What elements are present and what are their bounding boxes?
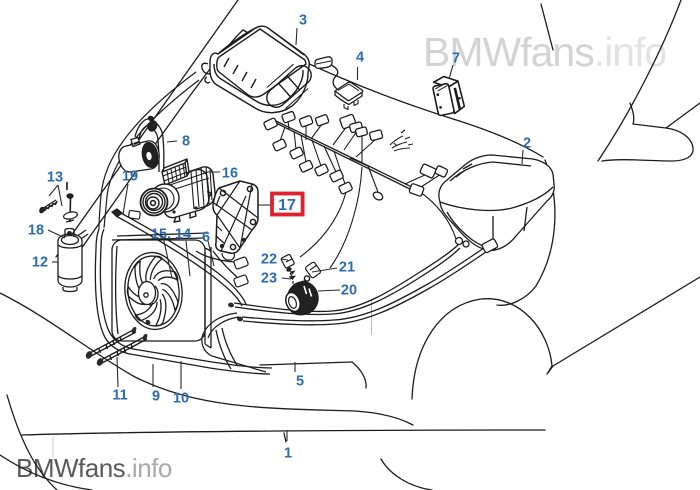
svg-text:4: 4: [356, 50, 364, 66]
svg-text:1: 1: [284, 446, 292, 462]
svg-text:13: 13: [47, 170, 63, 186]
svg-text:16: 16: [222, 166, 238, 182]
svg-text:BMWfans.info: BMWfans.info: [423, 29, 666, 75]
svg-text:9: 9: [152, 389, 160, 405]
svg-text:23: 23: [261, 271, 277, 287]
svg-text:14: 14: [175, 227, 191, 243]
svg-text:19: 19: [122, 169, 138, 185]
svg-text:6: 6: [202, 230, 210, 246]
svg-text:21: 21: [339, 260, 355, 276]
svg-text:15.: 15.: [151, 227, 171, 243]
svg-text:12: 12: [32, 255, 48, 271]
svg-text:7: 7: [452, 51, 460, 67]
svg-text:11: 11: [112, 388, 127, 404]
svg-text:20: 20: [341, 283, 357, 299]
svg-text:BMWfans.info: BMWfans.info: [16, 453, 172, 483]
svg-text:17: 17: [278, 197, 296, 214]
svg-text:10: 10: [173, 391, 189, 407]
svg-text:2: 2: [523, 136, 531, 152]
svg-text:5: 5: [296, 374, 304, 390]
svg-text:18: 18: [28, 223, 44, 239]
svg-text:8: 8: [182, 134, 190, 150]
svg-text:22: 22: [261, 252, 277, 268]
svg-text:3: 3: [299, 13, 307, 29]
